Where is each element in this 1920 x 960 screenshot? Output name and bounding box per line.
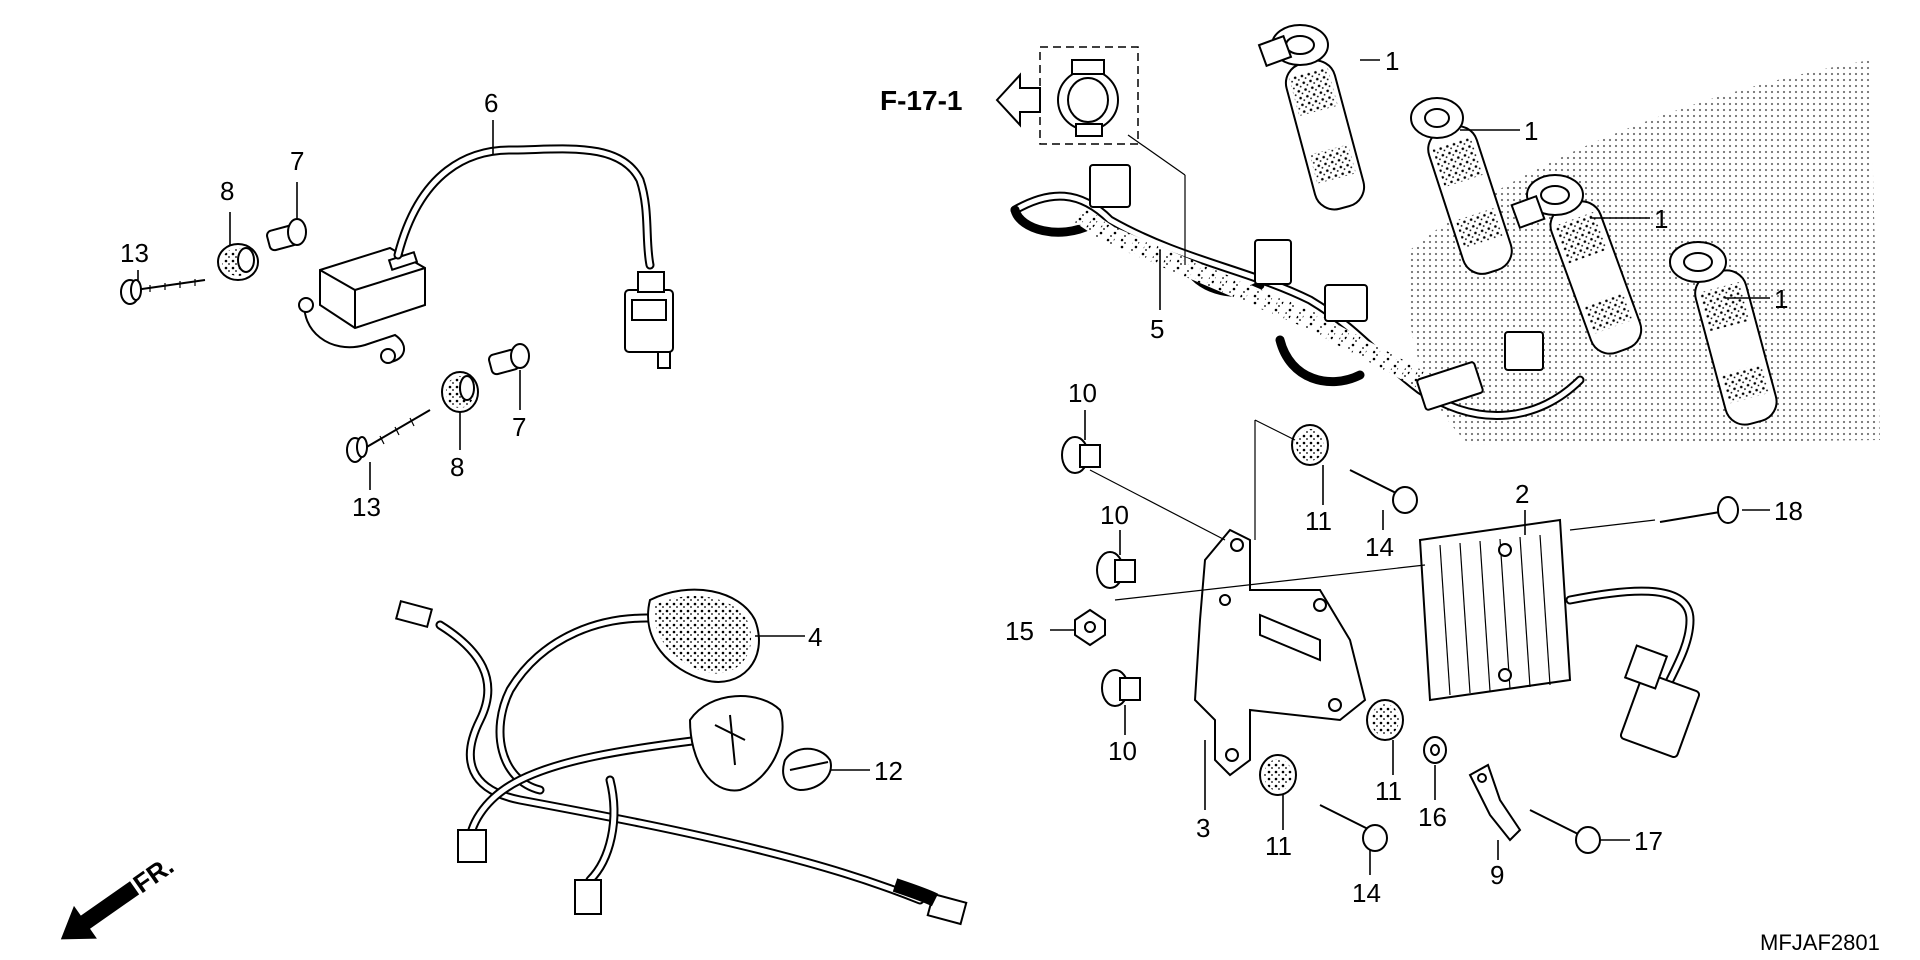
callout-11a: 11 (1305, 506, 1332, 536)
callout-7a: 7 (290, 146, 304, 176)
reference-arrow-icon (995, 72, 1041, 128)
callout-10a: 10 (1068, 378, 1097, 408)
lead-mount-10 (1089, 469, 1226, 541)
grommet-11-top (1291, 424, 1329, 466)
callout-11c: 11 (1265, 831, 1292, 861)
ignition-coil-1a (1257, 24, 1366, 211)
clip-12 (782, 747, 832, 792)
callout-6: 6 (484, 88, 498, 118)
callout-10b: 10 (1100, 500, 1129, 530)
reference-clamp-box (1039, 46, 1139, 145)
nut-15 (1074, 608, 1106, 647)
bolt-13-lower (346, 409, 431, 463)
callout-4: 4 (808, 622, 822, 652)
callout-10c: 10 (1108, 736, 1137, 766)
callout-17: 17 (1634, 826, 1663, 856)
lead-mount-15 (1114, 564, 1426, 601)
washer-16 (1423, 736, 1447, 764)
front-direction-arrow-icon: FR. (60, 850, 179, 940)
callout-3: 3 (1196, 813, 1210, 843)
bolt-17 (1529, 809, 1601, 854)
grommet-8-lower (441, 371, 479, 413)
grommet-11-mid (1366, 699, 1404, 741)
callout-18: 18 (1774, 496, 1803, 526)
ignition-coil-1c (1510, 174, 1643, 355)
regulator-2 (1418, 518, 1701, 759)
main-harness-5 (1010, 164, 1585, 420)
callout-7b: 7 (512, 412, 526, 442)
callout-2: 2 (1515, 479, 1529, 509)
diagram-code: MFJAF2801 (1760, 930, 1880, 955)
callout-13b: 13 (352, 492, 381, 522)
collar-7-lower (488, 343, 530, 376)
callout-1b: 1 (1524, 116, 1538, 146)
callout-1a: 1 (1385, 46, 1399, 76)
callout-8a: 8 (220, 176, 234, 206)
sub-harness-4 (394, 588, 968, 926)
bracket-3 (1193, 528, 1367, 777)
reference-label: F-17-1 (880, 85, 962, 116)
callout-5: 5 (1150, 314, 1164, 344)
callout-14b: 14 (1352, 878, 1381, 908)
bolt-14-low (1319, 804, 1388, 852)
collar-10-low (1101, 669, 1141, 707)
callout-1d: 1 (1774, 284, 1788, 314)
callout-15: 15 (1005, 616, 1034, 646)
callout-14a: 14 (1365, 532, 1394, 562)
control-unit-6 (298, 144, 674, 369)
collar-7-upper (266, 218, 307, 252)
ignition-coil-1b (1410, 97, 1513, 275)
callout-1c: 1 (1654, 204, 1668, 234)
ignition-coil-1d (1669, 241, 1778, 426)
callout-9: 9 (1490, 860, 1504, 890)
callout-16: 16 (1418, 802, 1447, 832)
lead-line-clamp (1127, 134, 1186, 176)
collar-10-mid (1096, 551, 1136, 589)
bolt-18 (1659, 496, 1739, 524)
grommet-11-low (1259, 754, 1297, 796)
bolt-14-top (1349, 469, 1418, 514)
lead-mount-18 (1569, 519, 1656, 531)
lead-mount-bracket-b (1254, 419, 1296, 441)
callout-12: 12 (874, 756, 903, 786)
grommet-8-upper (217, 243, 259, 281)
callout-8b: 8 (450, 452, 464, 482)
callout-11b: 11 (1375, 776, 1402, 806)
clip-9 (1468, 763, 1522, 842)
collar-10-top (1061, 436, 1101, 474)
callout-13a: 13 (120, 238, 149, 268)
bolt-13-upper (120, 279, 206, 305)
